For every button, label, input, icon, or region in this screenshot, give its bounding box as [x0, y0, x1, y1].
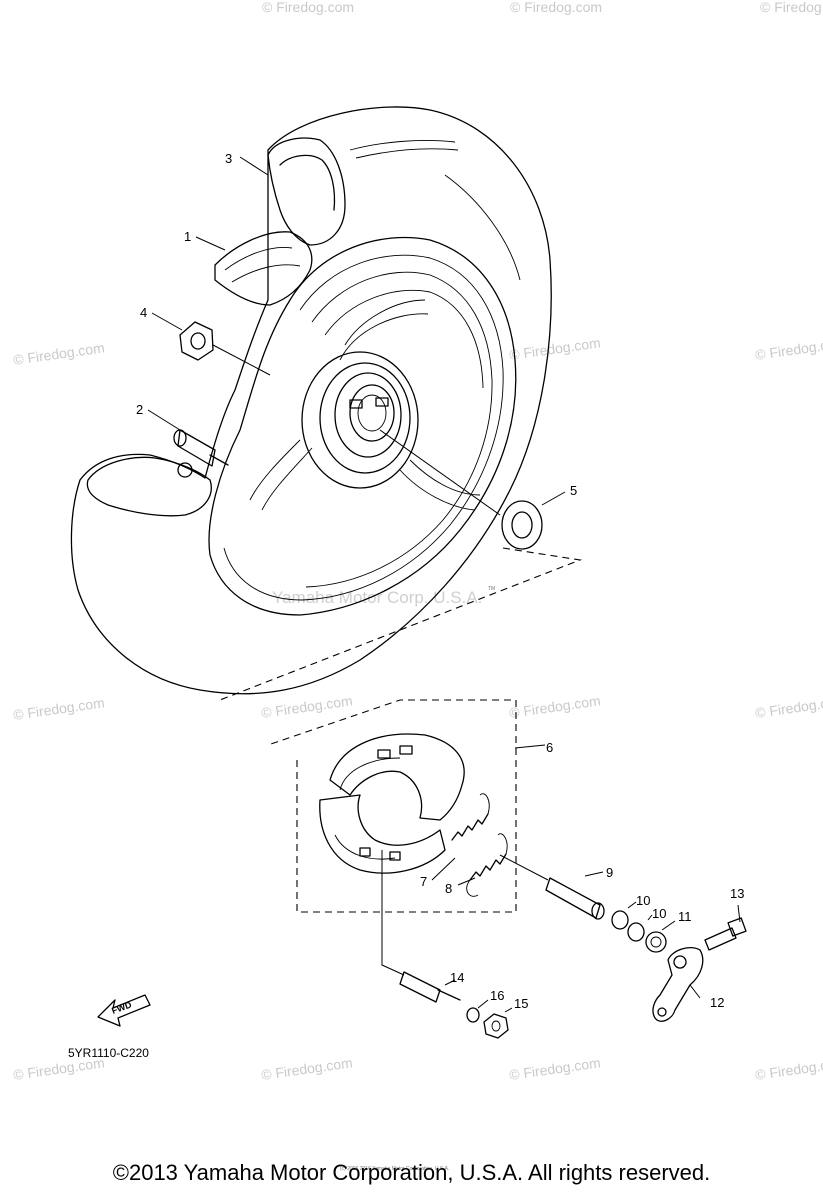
- part-label-10b: 10: [652, 906, 666, 921]
- hub-outer: [301, 351, 419, 489]
- fine-print: (c) 2006 2016 Yamaha Motor Corporation, …: [340, 1166, 449, 1172]
- part-label-12: 12: [710, 995, 724, 1010]
- watermark: © Firedog.com: [510, 0, 602, 15]
- watermark: © Firedog.com: [508, 334, 601, 363]
- copyright-footer: ©2013 Yamaha Motor Corporation, U.S.A. A…: [112, 1160, 711, 1185]
- brake-shoe-box: [267, 699, 517, 913]
- part-label-2: 2: [136, 402, 143, 417]
- nut-15: [483, 1013, 509, 1039]
- part-label-13: 13: [730, 886, 744, 901]
- watermark: © Firedog.com: [760, 0, 823, 15]
- part-label-1: 1: [184, 229, 191, 244]
- part-label-3: 3: [225, 151, 232, 166]
- rim-outer: [208, 236, 517, 616]
- watermark: © Firedog.com: [754, 334, 823, 363]
- wheel-assembly: [70, 106, 552, 695]
- cable-adjust-14: [381, 850, 461, 1003]
- nut-4: [179, 321, 214, 361]
- lever-12: [652, 946, 704, 1022]
- o-ring-10b: [627, 922, 645, 942]
- watermark: © Firedog.com: [262, 0, 354, 15]
- watermark: © Firedog.com: [12, 339, 105, 368]
- part-label-6: 6: [546, 740, 553, 755]
- indicator-11: [645, 931, 667, 953]
- part-label-15: 15: [514, 996, 528, 1011]
- part-label-16: 16: [490, 988, 504, 1003]
- part-label-8: 8: [445, 881, 452, 896]
- watermark: © Firedog.com: [12, 694, 105, 723]
- watermark: © Firedog.com: [508, 692, 601, 721]
- watermark: © Firedog.com: [260, 1054, 353, 1083]
- watermark: © Firedog.com: [754, 692, 823, 721]
- o-ring-16: [466, 1007, 480, 1023]
- bolt-13: [704, 917, 747, 951]
- watermark: © Firedog.com: [508, 1054, 601, 1083]
- o-ring-10a: [611, 910, 629, 930]
- fwd-arrow: FWD: [97, 994, 151, 1027]
- part-label-10a: 10: [636, 893, 650, 908]
- spring-7: [451, 793, 490, 841]
- tire-outline: [70, 106, 552, 695]
- center-watermark: Yamaha Motor Corp. U.S.A.: [272, 588, 482, 607]
- camshaft-9: [499, 854, 605, 920]
- spring-8: [466, 833, 508, 897]
- leader-lines: [147, 156, 741, 1013]
- part-label-14: 14: [450, 970, 464, 985]
- brake-shoes: [319, 733, 465, 874]
- part-label-7: 7: [420, 874, 427, 889]
- tire-cut-top: [267, 137, 346, 246]
- part-label-11: 11: [678, 909, 692, 924]
- valve-stem: [173, 429, 229, 478]
- watermark: © Firedog.com: [754, 1054, 823, 1083]
- part-labels: 3 1 4 2 5 6 7 8 9 10 10 11 12 13 14 15 1…: [136, 151, 744, 1011]
- center-watermark-tm: TM: [488, 586, 495, 592]
- tire-cut-bottom: [86, 456, 212, 517]
- part-label-9: 9: [606, 865, 613, 880]
- part-label-4: 4: [140, 305, 147, 320]
- diagram-code: 5YR1110-C220: [68, 1046, 149, 1060]
- spacer-5: [501, 500, 543, 550]
- tube: [214, 231, 313, 306]
- watermark: © Firedog.com: [260, 692, 353, 721]
- part-label-5: 5: [570, 483, 577, 498]
- firedog-watermarks: © Firedog.com © Firedog.com © Firedog.co…: [12, 0, 823, 1083]
